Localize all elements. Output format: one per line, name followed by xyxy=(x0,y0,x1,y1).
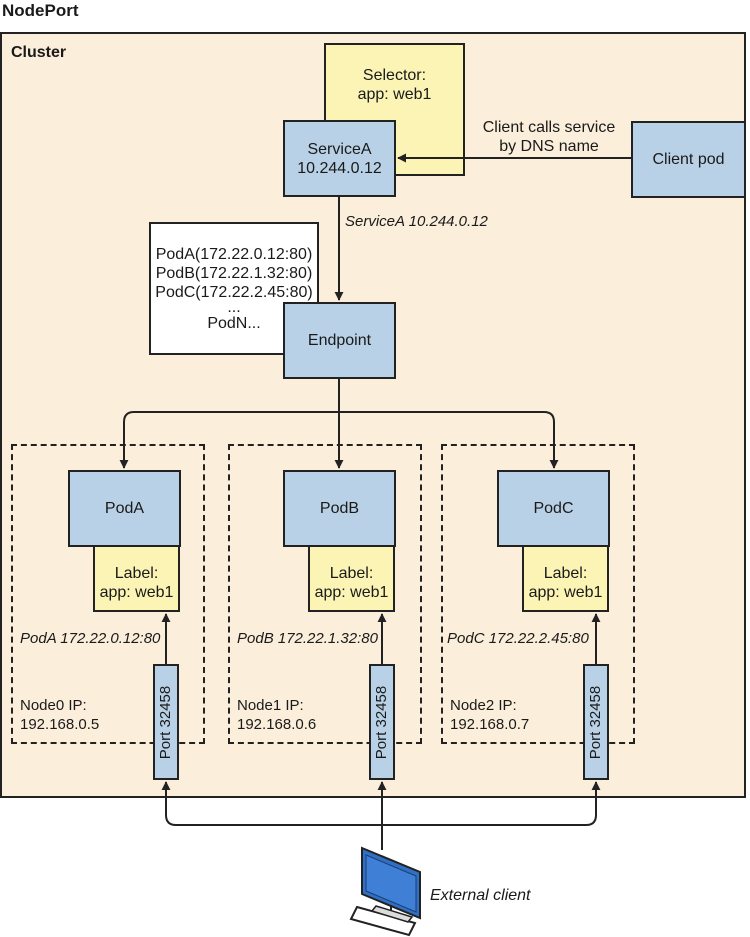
arrow-external-to-port0 xyxy=(161,781,382,826)
node2-route-label: PodC 172.22.2.45:80 xyxy=(447,630,589,647)
external-client-label: External client xyxy=(430,887,531,904)
client-call-line1: Client calls service xyxy=(482,119,616,136)
node0-area xyxy=(11,444,205,744)
node0-pod-label: PodA xyxy=(104,500,145,517)
diagram-title: NodePort xyxy=(2,1,79,20)
service-name: ServiceA xyxy=(307,140,372,158)
client-pod-box: Client pod xyxy=(631,121,746,198)
service-ip: 10.244.0.12 xyxy=(297,159,382,177)
node0-pod-box: PodA xyxy=(68,470,181,547)
node2-label-line1: Label: xyxy=(543,565,588,582)
node2-ip-line2: 192.168.0.7 xyxy=(450,716,530,733)
node1-pod-label: PodB xyxy=(319,500,360,517)
endpoint-list-item: PodC(172.22.2.45:80) xyxy=(155,283,313,301)
node1-label-box: Label: app: web1 xyxy=(308,540,395,612)
endpoint-list-item: PodN... xyxy=(207,314,261,332)
selector-line1: Selector: xyxy=(362,67,427,84)
node2-ip: Node2 IP: 192.168.0.7 xyxy=(450,696,529,734)
node1-ip-line2: 192.168.0.6 xyxy=(237,716,317,733)
endpoint-label: Endpoint xyxy=(307,332,372,349)
node1-pod-box: PodB xyxy=(283,470,396,547)
arrow-endpoint-to-poda xyxy=(119,379,340,469)
node0-label-box: Label: app: web1 xyxy=(93,540,180,612)
computer-icon xyxy=(349,846,421,937)
node0-label-line1: Label: xyxy=(114,565,159,582)
node2-label-line2: app: web1 xyxy=(528,584,603,601)
service-box: ServiceA 10.244.0.12 xyxy=(283,120,396,197)
endpoint-list-item: ... xyxy=(227,298,241,316)
node2-label-box: Label: app: web1 xyxy=(522,540,609,612)
node0-ip-line2: 192.168.0.5 xyxy=(20,716,100,733)
service-route-label: ServiceA 10.244.0.12 xyxy=(345,213,488,230)
node2-pod-box: PodC xyxy=(497,470,610,547)
node1-ip: Node1 IP: 192.168.0.6 xyxy=(237,696,316,734)
node0-ip: Node0 IP: 192.168.0.5 xyxy=(20,696,99,734)
node0-label-line2: app: web1 xyxy=(99,584,174,601)
node0-ip-line1: Node0 IP: xyxy=(20,697,87,714)
endpoint-list-item: PodA(172.22.0.12:80) xyxy=(155,245,313,263)
node2-ip-line1: Node2 IP: xyxy=(450,697,517,714)
node0-route-label: PodA 172.22.0.12:80 xyxy=(20,630,161,647)
client-pod-label: Client pod xyxy=(652,151,725,168)
endpoint-list-item: PodB(172.22.1.32:80) xyxy=(155,264,313,282)
node0-port: Port 32458 xyxy=(153,664,179,780)
node2-port: Port 32458 xyxy=(583,664,609,780)
cluster-label: Cluster xyxy=(11,44,67,61)
node1-route-label: PodB 172.22.1.32:80 xyxy=(237,630,378,647)
client-call-caption: Client calls service by DNS name xyxy=(474,118,624,156)
endpoint-box: Endpoint xyxy=(283,302,396,379)
node1-port: Port 32458 xyxy=(369,664,395,780)
node1-area xyxy=(228,444,422,744)
node2-area xyxy=(441,444,635,744)
arrow-external-to-port2 xyxy=(382,781,601,826)
client-call-line2: by DNS name xyxy=(499,138,599,155)
node2-pod-label: PodC xyxy=(533,500,574,517)
node1-label-line2: app: web1 xyxy=(314,584,389,601)
node1-label-line1: Label: xyxy=(329,565,374,582)
selector-line2: app: web1 xyxy=(357,86,432,103)
node1-ip-line1: Node1 IP: xyxy=(237,697,304,714)
arrow-endpoint-to-podc xyxy=(339,411,559,469)
